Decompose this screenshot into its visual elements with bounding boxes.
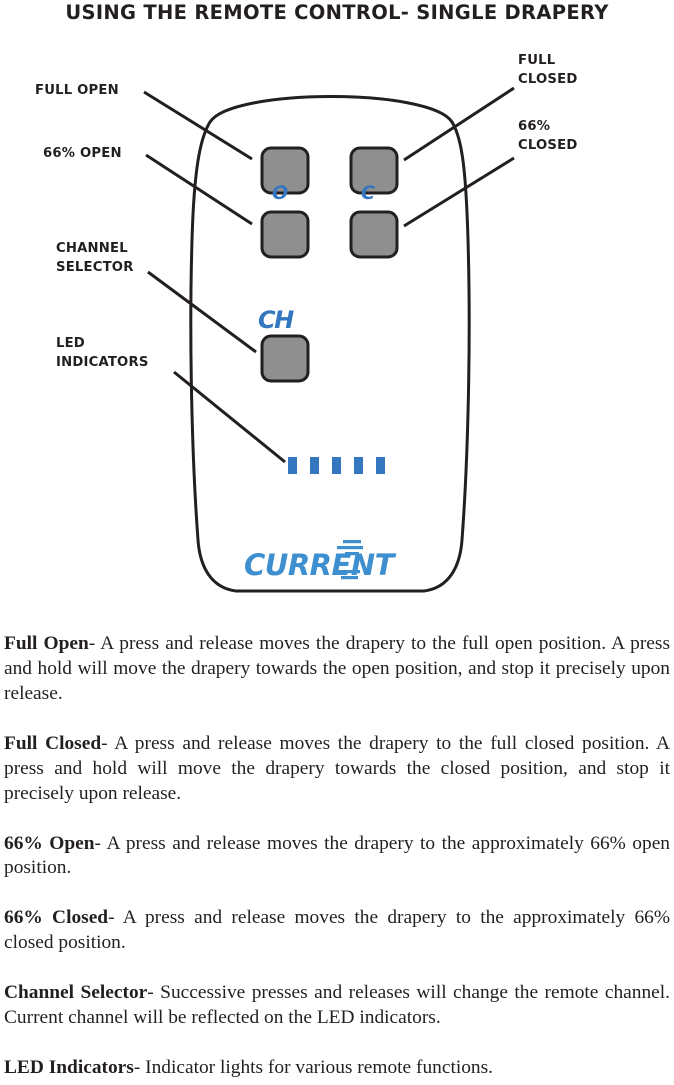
description-led-indicators: LED Indicators- Indicator lights for var… xyxy=(4,1056,670,1081)
logo-e-speedlines xyxy=(336,540,363,580)
description-full-open: Full Open- A press and release moves the… xyxy=(4,632,670,707)
leader-line-66-closed xyxy=(403,156,515,228)
remote-body-outline xyxy=(189,95,471,593)
description-term: 66% Closed xyxy=(4,907,109,929)
callout-label-full-open: FULL OPEN xyxy=(35,83,119,98)
logo-text-part1: CURR xyxy=(244,548,332,582)
description-separator: - xyxy=(147,982,161,1004)
description-term: 66% Open xyxy=(4,832,95,854)
description-text: A press and release moves the drapery to… xyxy=(4,832,670,879)
callout-label-led-indicators: LED INDICATORS xyxy=(56,336,149,370)
description-separator: - xyxy=(108,907,123,929)
leader-line-full-open xyxy=(143,90,253,161)
led-indicator-1 xyxy=(288,457,297,474)
description-text: Indicator lights for various remote func… xyxy=(145,1057,494,1079)
description-text: A press and release moves the drapery to… xyxy=(4,633,670,704)
description-term: Full Closed xyxy=(4,732,102,754)
description-separator: - xyxy=(101,732,115,754)
description-separator: - xyxy=(133,1057,146,1079)
description-full-closed: Full Closed- A press and release moves t… xyxy=(4,732,670,807)
description-66-open: 66% Open- A press and release moves the … xyxy=(4,832,670,882)
description-separator: - xyxy=(88,633,101,654)
closed-button-glyph-label: C xyxy=(361,182,375,204)
remote-diagram-svg xyxy=(143,86,515,593)
led-indicator-4 xyxy=(354,457,363,474)
page-title: USING THE REMOTE CONTROL- SINGLE DRAPERY xyxy=(65,1,609,24)
open-button-glyph-label: O xyxy=(272,182,288,204)
descriptions-section: Full Open- A press and release moves the… xyxy=(4,632,670,1081)
button-full-closed[interactable] xyxy=(349,146,399,195)
leader-line-full-closed xyxy=(403,86,515,162)
description-term: LED Indicators xyxy=(4,1057,134,1079)
description-separator: - xyxy=(94,832,107,854)
description-channel-selector: Channel Selector- Successive presses and… xyxy=(4,981,670,1031)
description-term: Full Open xyxy=(4,633,89,654)
led-indicator-5 xyxy=(376,457,385,474)
description-text: A press and release moves the drapery to… xyxy=(4,907,670,954)
leader-line-led-indicators xyxy=(173,370,286,464)
leader-line-66-open xyxy=(145,153,253,226)
callout-label-66-closed: 66% CLOSED xyxy=(518,119,578,153)
current-brand-logo: CURRENT xyxy=(244,548,394,582)
description-text: A press and release moves the drapery to… xyxy=(4,732,670,804)
description-66-closed: 66% Closed- A press and release moves th… xyxy=(4,906,670,956)
remote-control-diagram: FULL OPEN 66% OPEN CHANNEL SELECTOR LED … xyxy=(0,40,674,640)
description-text: Successive presses and releases will cha… xyxy=(4,982,670,1029)
channel-button-glyph-label: CH xyxy=(258,306,294,334)
button-channel-selector[interactable] xyxy=(260,334,310,383)
logo-text-part2: NT xyxy=(350,548,395,582)
description-term: Channel Selector xyxy=(4,982,148,1004)
callout-label-66-open: 66% OPEN xyxy=(43,146,122,161)
led-indicator-group xyxy=(288,457,385,474)
button-full-open[interactable] xyxy=(260,146,310,195)
led-indicator-3 xyxy=(332,457,341,474)
button-66-open[interactable] xyxy=(260,210,310,259)
callout-label-channel-selector: CHANNEL SELECTOR xyxy=(56,241,134,275)
button-66-closed[interactable] xyxy=(349,210,399,259)
logo-stylized-e: E xyxy=(331,548,352,582)
leader-line-channel-selector xyxy=(147,270,257,354)
callout-label-full-closed: FULL CLOSED xyxy=(518,53,578,87)
led-indicator-2 xyxy=(310,457,319,474)
